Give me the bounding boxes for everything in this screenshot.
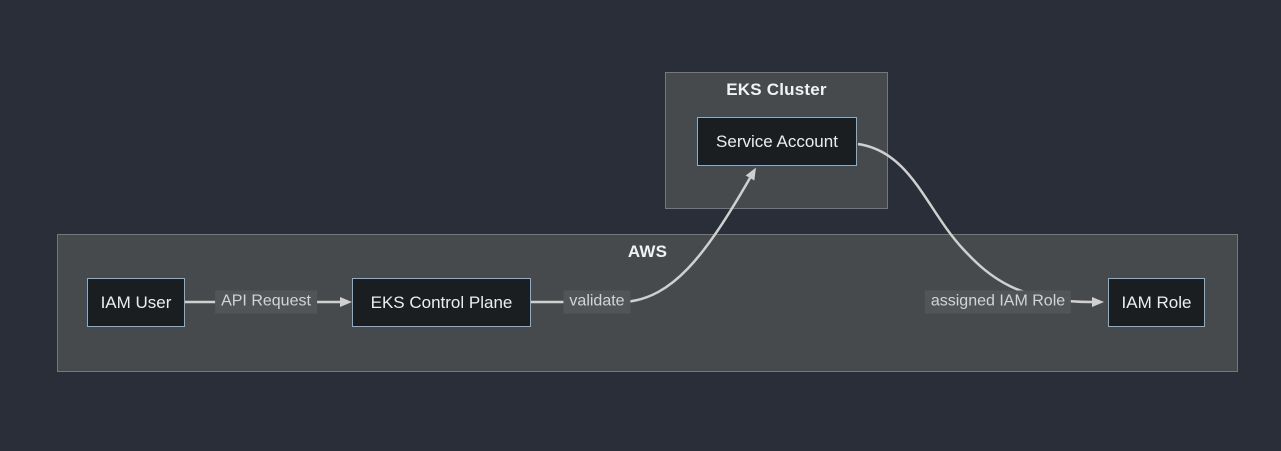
edge-label-api-request: API Request (215, 290, 317, 314)
node-service-account-label: Service Account (716, 131, 838, 151)
node-iam-role-label: IAM Role (1121, 292, 1192, 312)
node-iam-user-label: IAM User (100, 292, 172, 312)
subgraph-eks-cluster-title: EKS Cluster (726, 80, 827, 99)
edge-label-validate: validate (563, 290, 631, 314)
node-iam-role: IAM Role (1108, 278, 1205, 327)
node-eks-control-plane-label: EKS Control Plane (370, 292, 513, 312)
edge-validate (531, 167, 756, 304)
edge-assigned-iam-role (857, 142, 1104, 307)
node-iam-user: IAM User (87, 278, 185, 327)
subgraph-aws-title: AWS (627, 242, 668, 261)
edge-label-assigned-iam-role: assigned IAM Role (924, 290, 1072, 314)
node-service-account: Service Account (697, 117, 857, 166)
node-eks-control-plane: EKS Control Plane (352, 278, 531, 327)
